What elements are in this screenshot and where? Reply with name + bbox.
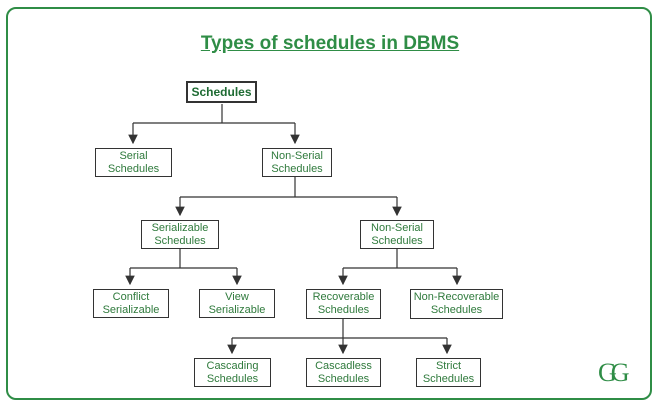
node-schedules: Schedules bbox=[186, 81, 257, 103]
node-cascading-line2: Schedules bbox=[206, 372, 259, 385]
node-strict-line2: Schedules bbox=[422, 372, 475, 385]
node-serializable-line2: Schedules bbox=[154, 234, 206, 247]
node-recoverable-line1: Recoverable bbox=[312, 291, 375, 303]
node-schedules-line1: Schedules bbox=[191, 84, 252, 99]
node-strict-line1: Strict bbox=[435, 359, 462, 372]
node-conflict-line1: Conflict bbox=[112, 290, 150, 303]
node-recoverable-line2: Schedules bbox=[317, 304, 370, 316]
node-non-serial-schedules: Non-Serial Schedules bbox=[262, 148, 332, 177]
node-nonrecoverable-line1: Non-Recoverable bbox=[413, 291, 500, 303]
node-nonserial2-line2: Schedules bbox=[371, 234, 423, 247]
node-view-line2: Serializable bbox=[208, 303, 266, 316]
edge-nonserial1 bbox=[180, 177, 397, 198]
node-recoverable-schedules: Recoverable Schedules bbox=[306, 289, 381, 319]
node-nonserial2-line1: Non-Serial bbox=[371, 221, 423, 234]
node-serial-schedules: Serial Schedules bbox=[95, 148, 172, 177]
node-cascadless-line2: Schedules bbox=[317, 372, 370, 385]
node-cascading-line1: Cascading bbox=[206, 359, 259, 372]
node-serial-line1: Serial bbox=[119, 149, 148, 162]
node-serial-line2: Schedules bbox=[107, 162, 160, 175]
node-view-serializable: View Serializable bbox=[199, 289, 275, 318]
node-nonrecoverable-line2: Schedules bbox=[430, 304, 483, 316]
node-non-serial-schedules-2: Non-Serial Schedules bbox=[360, 220, 434, 249]
node-serializable-line1: Serializable bbox=[151, 221, 209, 234]
node-conflict-serializable: Conflict Serializable bbox=[93, 289, 169, 318]
node-view-line1: View bbox=[225, 290, 249, 303]
diagram-frame bbox=[6, 7, 652, 400]
node-serializable-schedules: Serializable Schedules bbox=[141, 220, 219, 249]
edge-schedules bbox=[133, 104, 295, 124]
node-strict-schedules: Strict Schedules bbox=[416, 358, 481, 387]
node-nonserial1-line1: Non-Serial bbox=[271, 149, 323, 162]
node-cascadless-line1: Cascadless bbox=[315, 359, 372, 372]
edge-serializable bbox=[130, 249, 237, 269]
node-nonserial1-line2: Schedules bbox=[271, 162, 323, 175]
edge-recoverable bbox=[232, 319, 447, 339]
node-non-recoverable-schedules: Non-Recoverable Schedules bbox=[410, 289, 503, 319]
diagram-title: Types of schedules in DBMS bbox=[200, 33, 460, 54]
node-conflict-line2: Serializable bbox=[102, 303, 160, 316]
edge-nonserial2 bbox=[343, 249, 457, 269]
node-cascadless-schedules: Cascadless Schedules bbox=[306, 358, 381, 387]
node-cascading-schedules: Cascading Schedules bbox=[194, 358, 271, 387]
geeksforgeeks-logo: GG bbox=[598, 358, 629, 387]
